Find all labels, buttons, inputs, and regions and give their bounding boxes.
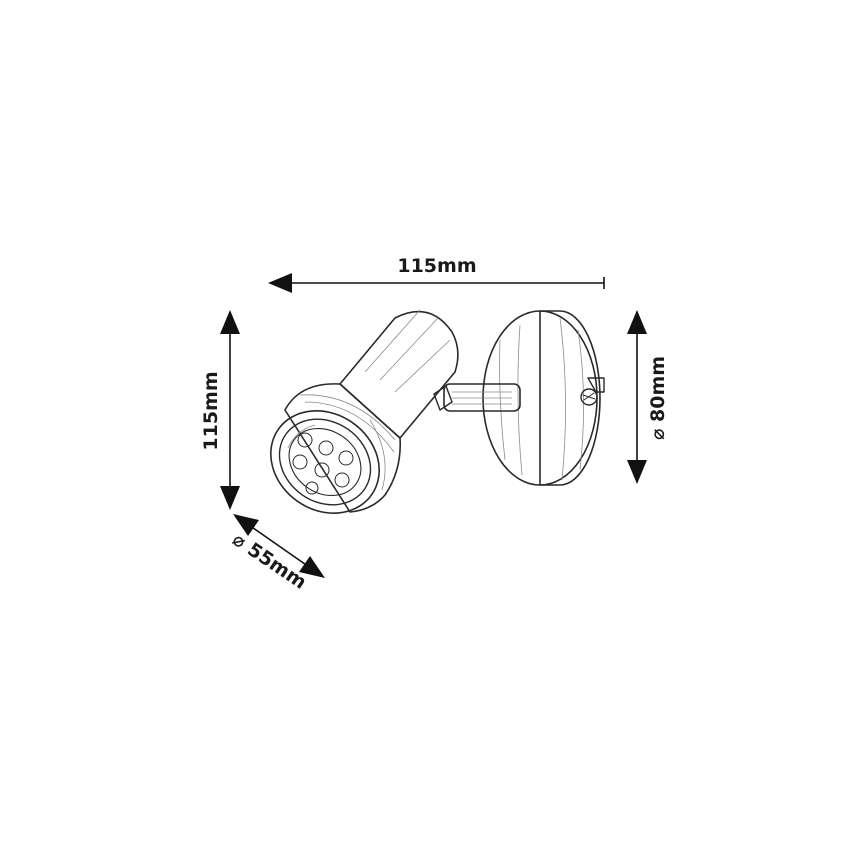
spot-head-body [339,310,459,439]
spot-front-ring [269,383,402,514]
width-dimension: 115mm [268,255,605,293]
width-arrow-left [268,273,292,293]
height-dimension: 115mm [200,310,240,510]
set-screw [580,388,598,406]
head-diameter-arrow-start [233,514,259,536]
swivel-arm [433,383,521,412]
spot-front-face [269,410,381,514]
height-arrow-top [220,310,240,334]
height-label: 115mm [200,371,222,450]
head-diameter-arrow-end [299,556,325,578]
bulb-bezel [278,418,372,506]
base-diameter-label: ⌀ 80mm [647,356,669,440]
set-screw-slot [587,377,605,393]
width-label: 115mm [397,255,476,277]
head-diameter-dimension: ⌀ 55mm [228,514,325,594]
spot-head [339,309,459,439]
bulb-led-facets [292,432,354,495]
bulb-reflector [288,427,362,497]
height-arrow-bottom [220,486,240,510]
base-diameter-arrow-bottom [627,460,647,484]
head-diameter-label: ⌀ 55mm [228,528,310,593]
base-diameter-arrow-top [627,310,647,334]
swivel-joint [433,385,453,411]
wall-base [482,310,605,486]
base-diameter-dimension: ⌀ 80mm [627,310,669,484]
